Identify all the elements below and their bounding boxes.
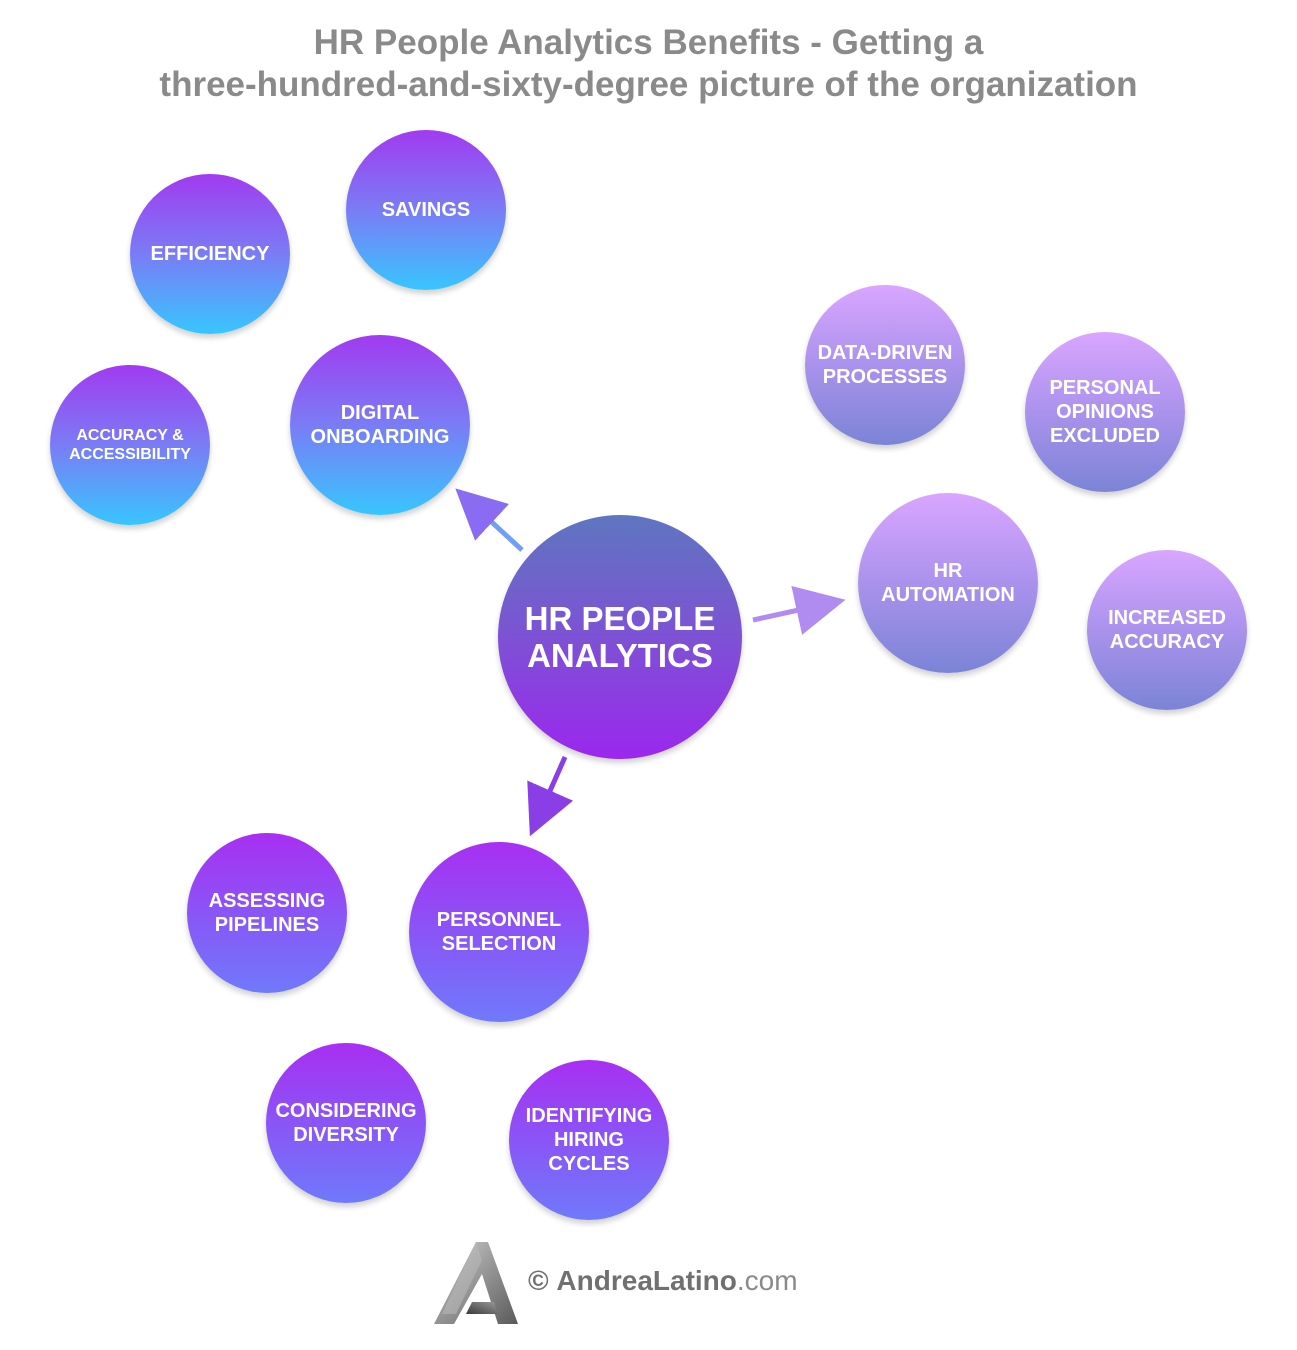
benefit-increased-accuracy: INCREASED ACCURACY: [1087, 550, 1247, 710]
diagram-title-line-2: three-hundred-and-sixty-degree picture o…: [159, 65, 1138, 104]
hub-digital-onboarding: DIGITAL ONBOARDING: [290, 335, 470, 515]
arrow-to-digital-onboarding: [455, 488, 524, 552]
benefit-personal-opinions-excluded: PERSONAL OPINIONS EXCLUDED: [1025, 332, 1185, 492]
benefit-identifying-hiring-cycles: IDENTIFYING HIRING CYCLES: [509, 1060, 669, 1220]
hub-hr-automation: HR AUTOMATION: [858, 493, 1038, 673]
footer-domain: .com: [736, 1265, 798, 1296]
center-hr-people-analytics: HR PEOPLE ANALYTICS: [498, 515, 742, 759]
benefit-data-driven-processes: DATA-DRIVEN PROCESSES: [805, 285, 965, 445]
benefit-savings: SAVINGS: [346, 130, 506, 290]
footer-copyright: © AndreaLatino.com: [528, 1264, 798, 1298]
benefit-accuracy-accessibility: ACCURACY & ACCESSIBILITY: [50, 365, 210, 525]
diagram-title-line-1: HR People Analytics Benefits - Getting a: [313, 23, 984, 62]
hub-personnel-selection: PERSONNEL SELECTION: [409, 842, 589, 1022]
arrow-to-personnel-selection: [527, 755, 574, 837]
arrow-to-hr-automation: [752, 586, 846, 635]
triangle-a-logo-icon: [434, 1242, 518, 1324]
benefit-efficiency: EFFICIENCY: [130, 174, 290, 334]
benefit-assessing-pipelines: ASSESSING PIPELINES: [187, 833, 347, 993]
benefit-considering-diversity: CONSIDERING DIVERSITY: [266, 1043, 426, 1203]
copyright-symbol: ©: [528, 1265, 549, 1296]
footer-brand: AndreaLatino: [556, 1265, 737, 1296]
